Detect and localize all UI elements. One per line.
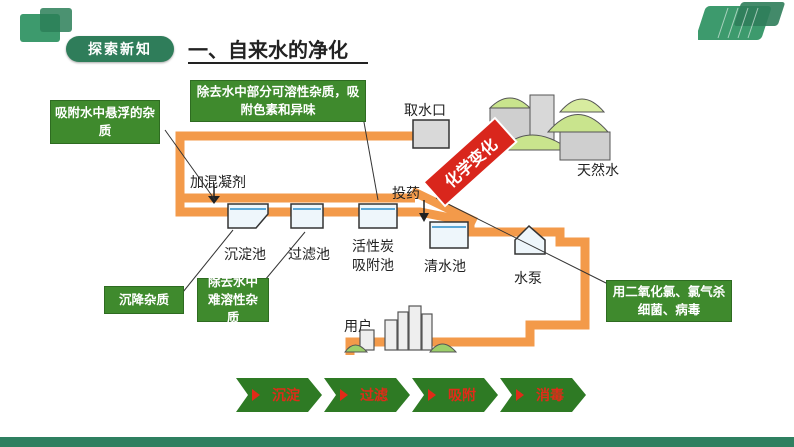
step-arrow-shape: [236, 378, 322, 412]
chevron-right-icon: [516, 389, 524, 401]
step-filtration: 过滤: [324, 378, 410, 412]
connector-line: [182, 229, 234, 293]
dosing-arrow: [419, 213, 429, 222]
chevron-right-icon: [252, 389, 260, 401]
step-arrow-shape: [500, 378, 586, 412]
connector-line: [435, 197, 611, 286]
step-arrow-shape: [324, 378, 410, 412]
carbon-tank-label-line1: 活性炭: [352, 239, 394, 255]
connector-line: [164, 129, 216, 201]
clear-water-tank: [429, 221, 469, 249]
callout-disinfect: 用二氧化氯、氯气杀细菌、病毒: [606, 280, 732, 322]
dosing-label: 投药: [392, 186, 420, 202]
corner-decoration: [698, 2, 785, 40]
connector-line: [264, 231, 306, 281]
chevron-right-icon: [340, 389, 348, 401]
pump: [514, 224, 546, 255]
pipe: [175, 198, 590, 355]
page-title: 一、自来水的净化: [188, 38, 348, 62]
step-label: 吸附: [448, 388, 476, 404]
natural-water-label: 天然水: [577, 163, 619, 179]
coagulant-arrow: [208, 196, 220, 204]
step-arrow-shape: [412, 378, 498, 412]
chevron-right-icon: [428, 389, 436, 401]
header-decoration: [40, 8, 72, 32]
pump-label: 水泵: [514, 271, 542, 287]
coagulant-label: 加混凝剂: [190, 175, 246, 191]
callout-settle: 沉降杂质: [104, 286, 184, 314]
footer-bar: [0, 437, 794, 447]
intake-box: [412, 119, 450, 149]
filter-tank: [290, 203, 324, 229]
carbon-tank-label-line2: 吸附池: [352, 258, 394, 274]
sedimentation-tank-label: 沉淀池: [224, 247, 266, 263]
pipe: [410, 186, 478, 227]
title-underline: [188, 62, 368, 64]
callout-remove-soluble: 除去水中部分可溶性杂质，吸附色素和异味: [190, 80, 366, 122]
step-sedimentation: 沉淀: [236, 378, 322, 412]
step-label: 沉淀: [272, 388, 300, 404]
water-intake-label: 取水口: [404, 103, 446, 119]
step-label: 消毒: [536, 388, 564, 404]
section-badge: 探索新知: [66, 36, 174, 62]
filter-tank-label: 过滤池: [288, 247, 330, 263]
clear-water-tank-label: 清水池: [424, 259, 466, 275]
user-buildings: [359, 305, 433, 351]
callout-adsorb-suspended: 吸附水中悬浮的杂质: [50, 100, 160, 144]
users-label: 用户: [344, 319, 372, 335]
step-label: 过滤: [360, 388, 388, 404]
step-adsorption: 吸附: [412, 378, 498, 412]
chemical-change-stamp: [422, 116, 518, 208]
callout-remove-insoluble: 除去水中难溶性杂质: [197, 274, 269, 325]
sedimentation-tank: [227, 203, 269, 229]
carbon-tank: [358, 203, 398, 229]
step-disinfection: 消毒: [500, 378, 586, 412]
